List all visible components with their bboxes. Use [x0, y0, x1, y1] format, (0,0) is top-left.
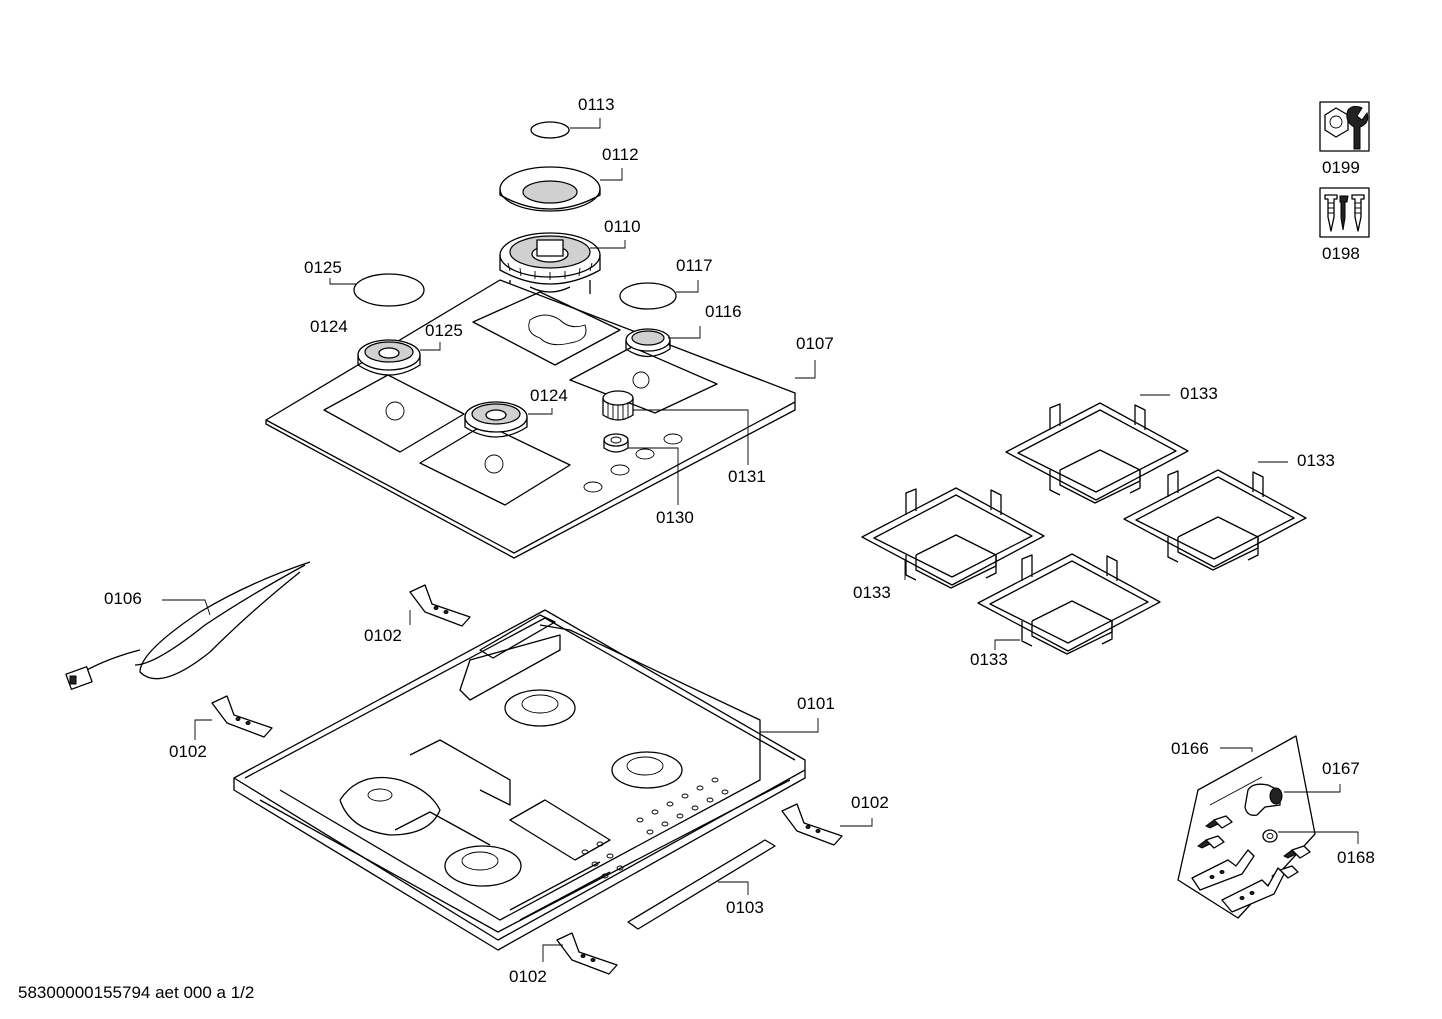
- burner-head-small: [625, 328, 671, 358]
- label-0168: 0168: [1337, 848, 1375, 867]
- kit-bracket-2: [1221, 867, 1285, 913]
- mounting-bracket-1: [409, 584, 471, 627]
- label-0116: 0116: [705, 302, 742, 321]
- pan-support-4: [977, 553, 1161, 655]
- mounting-bracket-2: [211, 695, 273, 738]
- burner-cap-medium: [619, 282, 677, 310]
- seal-strip: [627, 839, 776, 930]
- label-0110: 0110: [604, 217, 641, 236]
- pan-support-2: [1123, 469, 1307, 571]
- control-knob: [602, 390, 634, 421]
- pan-support-1: [1005, 402, 1189, 504]
- screw-3: [1283, 845, 1311, 859]
- label-0125-a: 0125: [304, 258, 342, 277]
- knob-spindle-nut: [603, 433, 629, 453]
- label-0131: 0131: [728, 467, 766, 486]
- bottom-tray: [233, 609, 806, 951]
- flame-spreader-ring: [499, 166, 601, 212]
- label-0133-b: 0133: [1297, 451, 1335, 470]
- label-0102-c: 0102: [851, 793, 889, 812]
- label-0113: 0113: [578, 95, 615, 114]
- label-0124-a: 0124: [310, 317, 348, 336]
- label-0167: 0167: [1322, 759, 1360, 778]
- label-0133-c: 0133: [853, 583, 891, 602]
- label-0102-b: 0102: [169, 742, 207, 761]
- label-0112: 0112: [602, 145, 639, 164]
- label-0166: 0166: [1171, 739, 1209, 758]
- sealing-washer: [1262, 829, 1278, 843]
- screws-icon: [1319, 187, 1370, 238]
- label-0133-d: 0133: [970, 650, 1008, 669]
- label-0102-d: 0102: [509, 967, 547, 986]
- label-0133-a: 0133: [1180, 384, 1218, 403]
- kit-bracket-1: [1191, 849, 1255, 891]
- label-0130: 0130: [656, 508, 694, 527]
- document-id-footer: 58300000155794 aet 000 a 1/2: [18, 983, 254, 1002]
- label-0103: 0103: [726, 898, 764, 917]
- label-0198: 0198: [1322, 244, 1360, 263]
- mounting-bracket-3: [781, 803, 843, 846]
- leader-lines: [162, 118, 1359, 962]
- label-0124-b: 0124: [530, 386, 568, 405]
- screw-2: [1197, 835, 1225, 849]
- label-0102-a: 0102: [364, 626, 402, 645]
- wrench-nut-icon: [1319, 101, 1370, 152]
- pan-support-3: [861, 487, 1045, 589]
- screw-1: [1205, 815, 1233, 829]
- label-0101: 0101: [797, 694, 835, 713]
- gas-connection-kit: [1177, 735, 1316, 919]
- part-labels: 0113 0112 0110 0125 0117 0124 0125 0116 …: [104, 95, 1375, 986]
- power-cable: [65, 561, 311, 690]
- mounting-bracket-4: [556, 932, 618, 975]
- burner-cap-large-1: [353, 273, 425, 307]
- gas-elbow: [1244, 783, 1283, 816]
- burner-head-1: [357, 339, 421, 376]
- burner-cap-small: [530, 121, 570, 139]
- burner-head-2: [464, 401, 528, 438]
- label-0117: 0117: [676, 256, 713, 275]
- label-0199: 0199: [1322, 158, 1360, 177]
- wok-burner-head: [499, 232, 601, 294]
- label-0125-b: 0125: [425, 321, 463, 340]
- label-0107: 0107: [796, 334, 834, 353]
- label-0106: 0106: [104, 589, 142, 608]
- vent-holes: [581, 777, 729, 879]
